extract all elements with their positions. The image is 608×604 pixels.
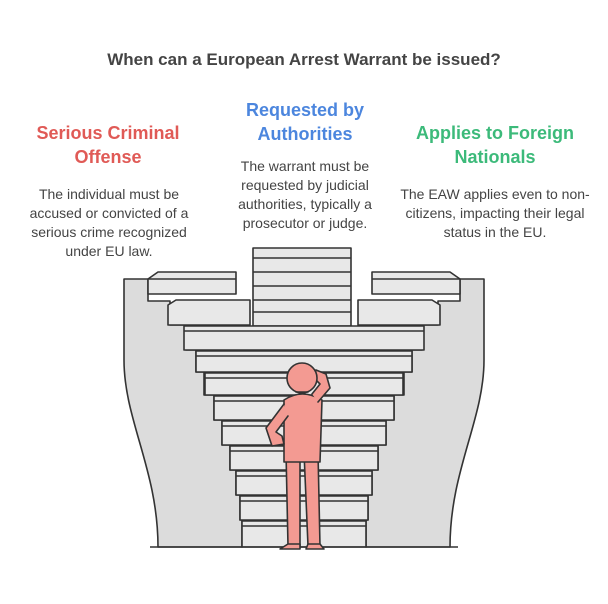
- heading-applies-to-foreign-nationals: Applies to Foreign Nationals: [415, 123, 574, 167]
- heading-serious-criminal-offense: Serious Criminal Offense: [36, 123, 180, 167]
- heading-requested-by-authorities: Requested by Authorities: [245, 100, 365, 144]
- description-requested-by-authorities: The warrant must be requested by judicia…: [238, 158, 372, 231]
- description-serious-criminal-offense: The individual must be accused or convic…: [29, 186, 189, 259]
- staircase-funnel: [123, 247, 485, 548]
- description-applies-to-foreign-nationals: The EAW applies even to non-citizens, im…: [400, 186, 590, 240]
- page-title: When can a European Arrest Warrant be is…: [107, 50, 501, 69]
- person-icon: [265, 362, 331, 550]
